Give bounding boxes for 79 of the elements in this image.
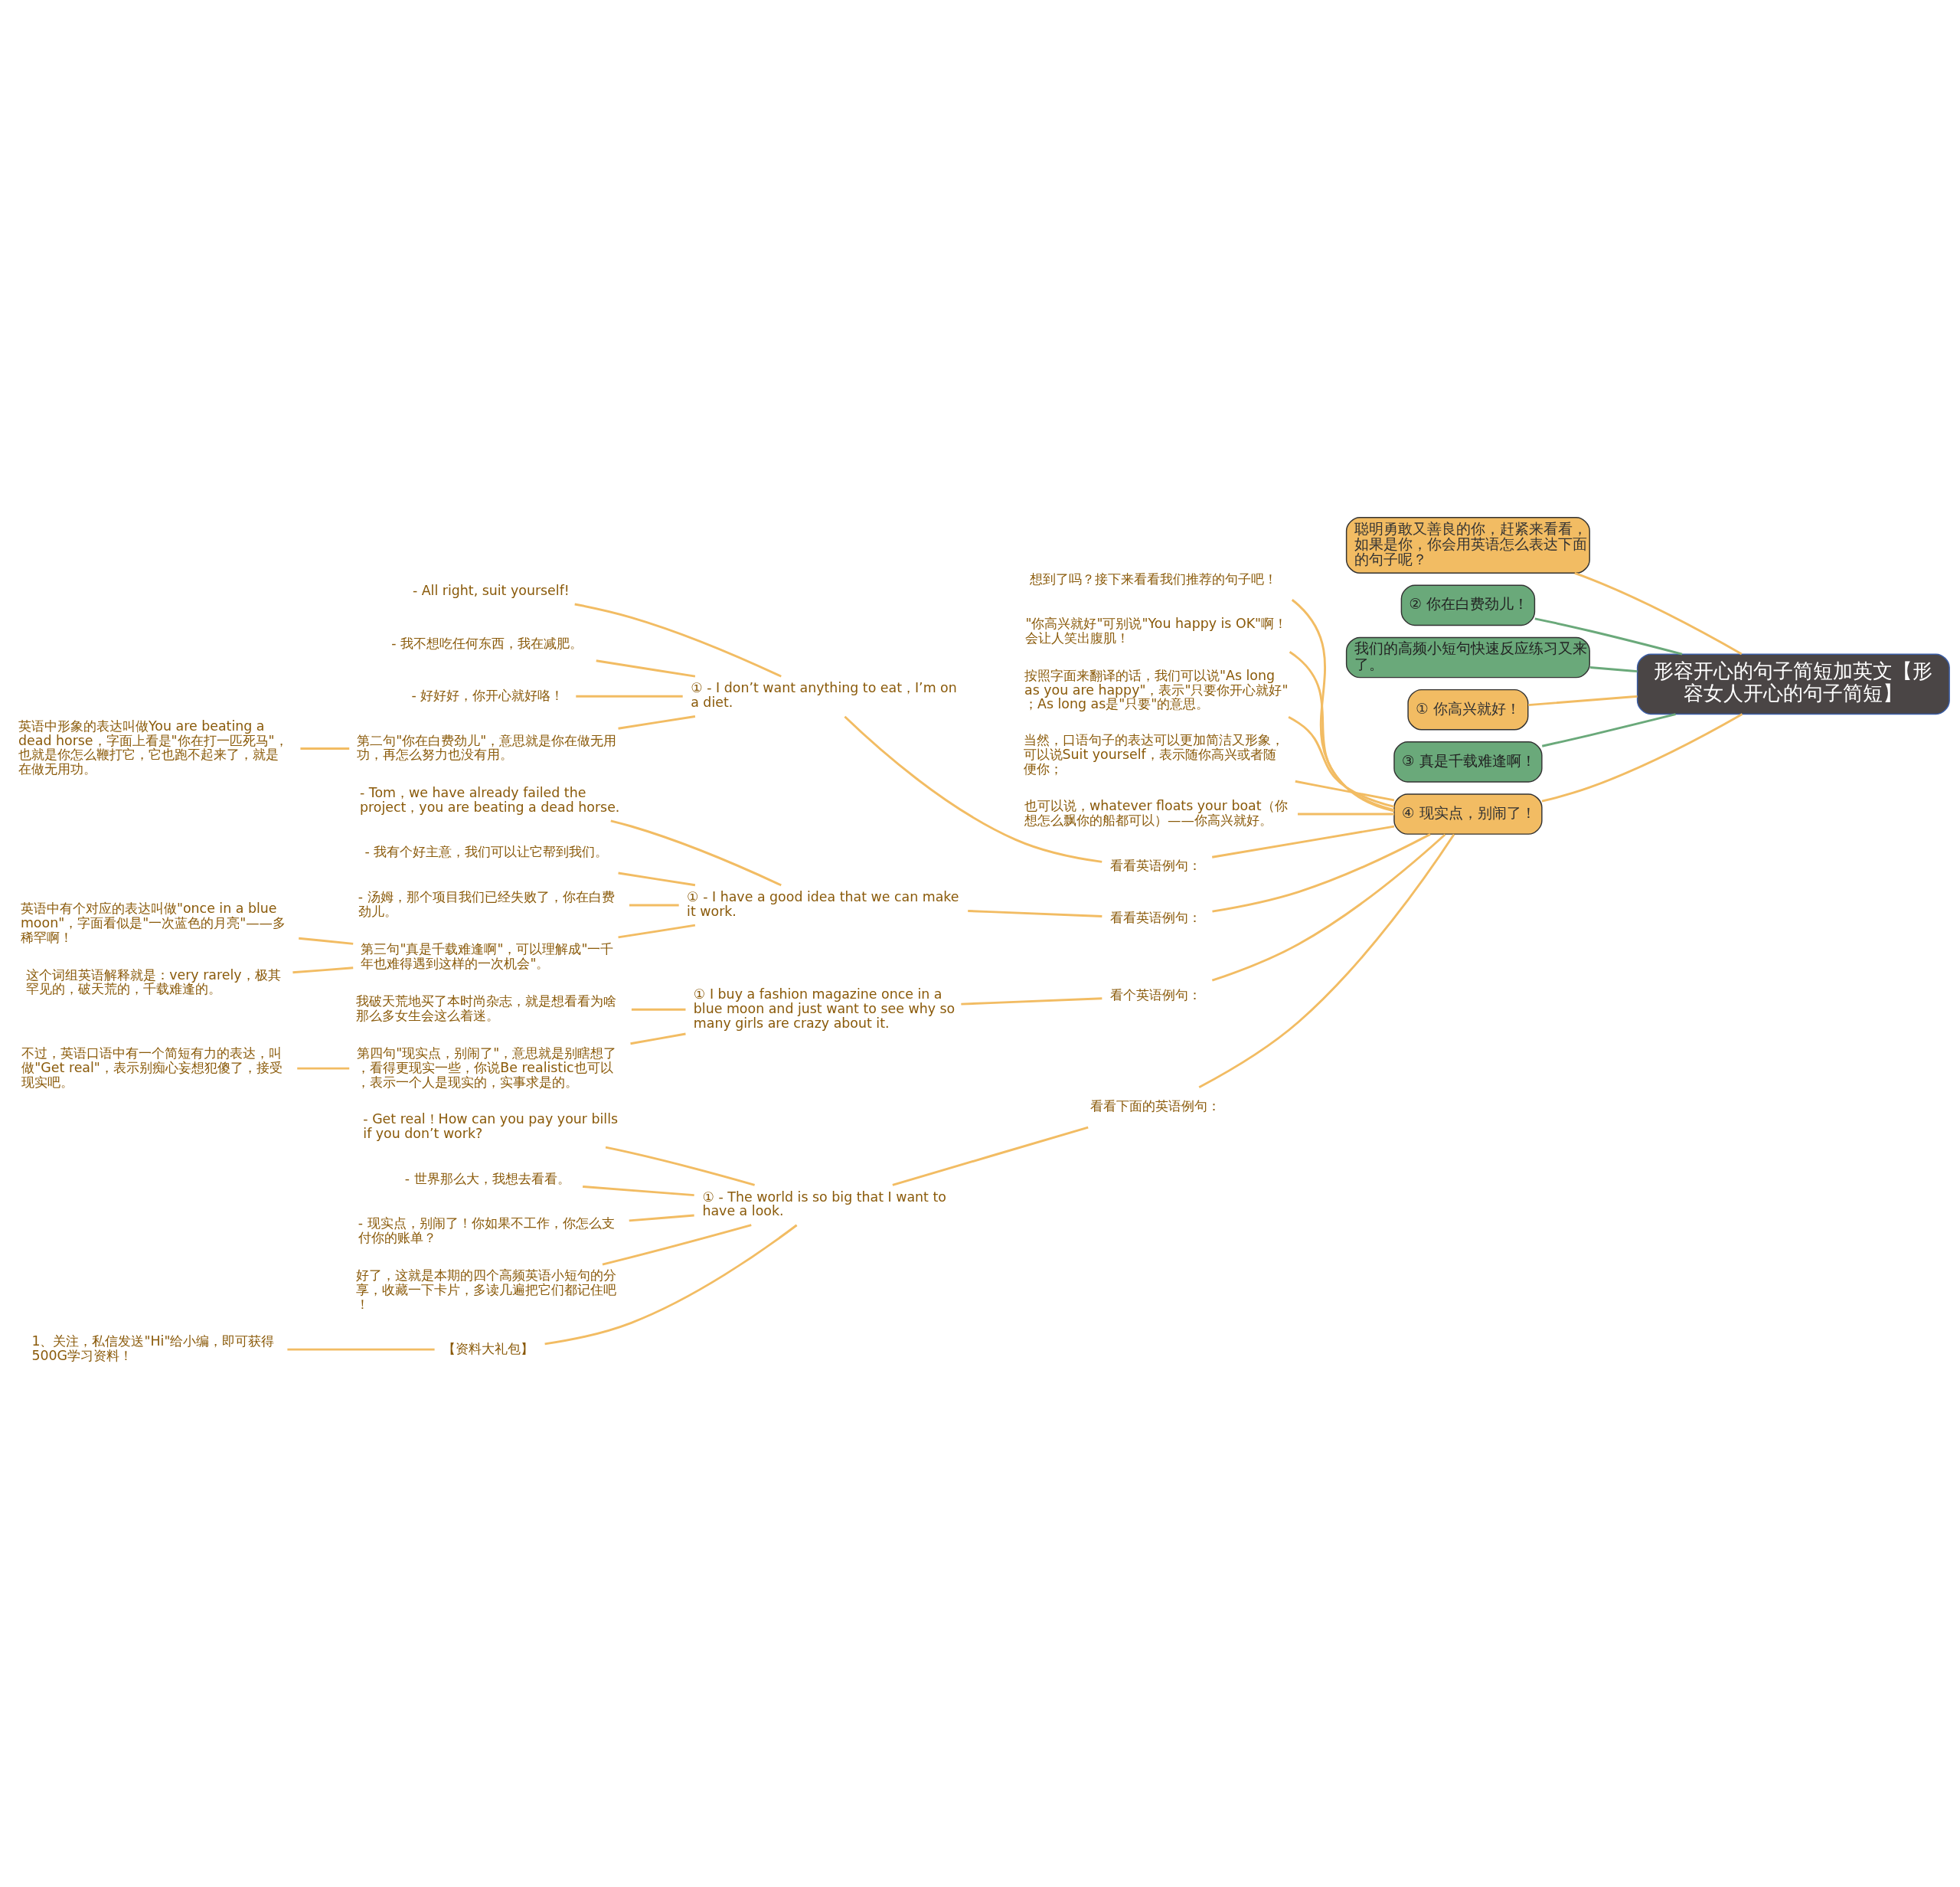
connector <box>1288 716 1395 808</box>
node-text: 我破天荒地买了本时尚杂志，就是想看看为啥那么多女生会这么着迷。 <box>355 993 616 1024</box>
connector <box>544 1224 798 1346</box>
connector <box>299 937 354 945</box>
connector <box>1534 617 1683 656</box>
node-text: 好了，这就是本期的四个高频英语小短句的分享，收藏一下卡片，多读几遍把它们都记住吧！ <box>355 1267 616 1312</box>
node-text: - 好好好，你开心就好咯！ <box>411 687 564 703</box>
node-text: 第四句"现实点，别闹了"，意思就是别瞎想了，看得更现实一些，你说Be realistic也可以，表示一个人是现实的，实事求是的。 <box>357 1045 617 1090</box>
node-text: - All right, suit yourself! <box>412 583 570 599</box>
node-text: 看看英语例句： <box>1109 857 1201 873</box>
connector <box>968 910 1102 917</box>
node-text: 不过，英语口语中有一个简短有力的表达，叫做"Get real"，表示别痴心妄想犯傻了，接受现实吧。 <box>21 1045 283 1090</box>
connector <box>297 1067 350 1070</box>
connector <box>1295 780 1395 802</box>
connector <box>576 695 683 698</box>
node-box: ① 你高兴就好！ <box>1407 688 1529 731</box>
node-text: 看个英语例句： <box>1109 987 1201 1003</box>
connector <box>292 966 354 974</box>
connector <box>629 904 679 907</box>
node-box: ④ 现实点，别闹了！ <box>1393 793 1543 835</box>
connector <box>1589 666 1638 673</box>
connector <box>1541 713 1676 747</box>
connector <box>1289 651 1395 811</box>
node-text: ① - The world is so big that I want to have a look. <box>702 1189 946 1219</box>
node-text: ① I buy a fashion magazine once in a blue moon and just want to see why so many girls are crazy about it. <box>693 986 956 1031</box>
connector <box>631 1008 686 1011</box>
node-text: 当然，口语句子的表达可以更加简洁又形象，可以说Suit yourself，表示随你高兴或者随便你； <box>1023 731 1284 777</box>
node-text: 【资料大礼包】 <box>443 1340 534 1356</box>
node-text: 看看下面的英语例句： <box>1089 1098 1220 1114</box>
connector <box>1211 833 1446 982</box>
node-text: - 世界那么大，我想去看看。 <box>404 1170 570 1186</box>
connector <box>596 659 696 678</box>
node-box: 我们的高频小短句快速反应练习又来了。 <box>1345 636 1590 679</box>
connector <box>844 715 1102 863</box>
node-text: - 我不想吃任何东西，我在减肥。 <box>391 635 583 651</box>
connector <box>630 1032 686 1045</box>
connector <box>892 1126 1089 1186</box>
connector <box>618 924 696 939</box>
node-text: 也可以说，whatever floats your boat（你想怎么飘你的船都可以）——你高兴就好。 <box>1024 798 1288 828</box>
node-text: 看看英语例句： <box>1109 909 1201 925</box>
node-box: ② 你在白费劲儿！ <box>1400 584 1536 626</box>
connector <box>1291 599 1395 813</box>
node-box: ③ 真是千载难逢啊！ <box>1393 741 1543 783</box>
connector <box>287 1348 435 1351</box>
node-text: - Get real！How can you pay your bills if you don’t work? <box>363 1111 619 1141</box>
node-text: "你高兴就好"可别说"You happy is OK"啊！会让人笑出腹肌！ <box>1025 616 1288 646</box>
node-text: - 现实点，别闹了！你如果不工作，你怎么支付你的账单？ <box>358 1215 615 1246</box>
node-text: 第三句"真是千载难逢啊"，可以理解成"一千年也难得遇到这样的一次机会"。 <box>361 941 614 972</box>
connector <box>1198 833 1455 1088</box>
node-box: 聪明勇敢又善良的你，赶紧来看看，如果是你，你会用英语怎么表达下面的句子呢？ <box>1345 517 1590 574</box>
node-text: - Tom，we have already failed the project，you are beating a dead horse. <box>359 784 620 815</box>
connector <box>602 1224 752 1266</box>
node-text: ① - I don’t want anything to eat，I’m on a diet. <box>691 680 957 711</box>
connector <box>574 603 782 678</box>
connector <box>1298 813 1394 816</box>
node-text: - 汤姆，那个项目我们已经失败了，你在白费劲儿。 <box>358 889 615 919</box>
connector <box>629 1214 694 1222</box>
connector <box>1574 572 1743 656</box>
connector <box>300 747 350 750</box>
node-text: 这个词组英语解释就是：very rarely，极其罕见的，破天荒的，千载难逢的。 <box>26 966 281 997</box>
node-text: 第二句"你在白费劲儿"，意思就是你在做无用功，再怎么努力也没有用。 <box>357 732 617 763</box>
connector <box>1212 833 1431 913</box>
connector <box>1527 695 1638 707</box>
connector <box>583 1186 694 1197</box>
node-text: 英语中有个对应的表达叫做"once in a blue moon"，字面看似是"一次蓝色的月亮"——多稀罕啊！ <box>20 901 286 945</box>
connector <box>618 872 696 887</box>
node-text: 按照字面来翻译的话，我们可以说"As long as you are happy"，表示"只要你开心就好"；As long as是"只要"的意思。 <box>1024 667 1289 712</box>
node-text: 想到了吗？接下来看看我们推荐的句子吧！ <box>1030 571 1278 587</box>
connector <box>1541 713 1743 803</box>
node-box: 形容开心的句子简短加英文【形容女人开心的句子简短】 <box>1636 653 1950 715</box>
connector <box>610 819 782 887</box>
node-text: ① - I have a good idea that we can make it work. <box>687 889 959 919</box>
node-text: - 我有个好主意，我们可以让它帮到我们。 <box>364 844 609 860</box>
node-text: 1、关注，私信发送"Hi"给小编，即可获得500G学习资料！ <box>31 1333 275 1364</box>
connector <box>618 715 696 730</box>
connector <box>1211 825 1395 858</box>
connector <box>961 997 1102 1006</box>
connector <box>605 1146 756 1186</box>
node-text: 英语中形象的表达叫做You are beating a dead horse，字面上看是"你在打一匹死马"，也就是你怎么鞭打它，它也跑不起来了，就是在做无用功。 <box>18 718 288 777</box>
